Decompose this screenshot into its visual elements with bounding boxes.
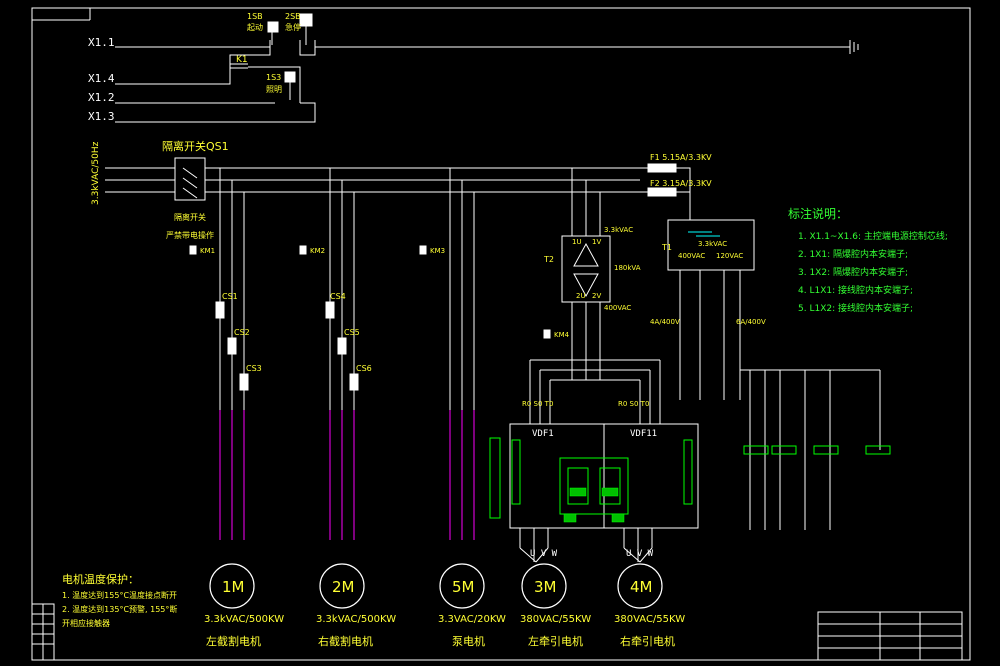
t1-power: 3.3kVAC [698, 240, 727, 248]
ct-cs6: CS6 [356, 364, 372, 373]
note-item-2: 2. 1X1: 隔爆腔内本安端子; [798, 248, 908, 260]
motor-2m-rating: 3.3kVAC/500KW [316, 614, 396, 625]
note-item-4: 4. L1X1: 接线腔内本安端子; [798, 284, 913, 296]
isolator-caption: 隔离开关 [174, 212, 206, 222]
vfd-right-label: VDF11 [630, 429, 657, 439]
relay-label-1s3: 1S3 [266, 73, 281, 82]
motor-4m-rating: 380VAC/55KW [614, 614, 685, 625]
uvw-right: U V W [626, 549, 654, 559]
feed-label: 3.3kVAC/50Hz [91, 141, 101, 205]
protection-item-2: 2. 温度达到135°C预警, 155°断 [62, 604, 177, 614]
ct-cs3: CS3 [246, 364, 262, 373]
note-item-5: 5. L1X2: 接线腔内本安端子; [798, 302, 913, 314]
isolator-note: 严禁带电操作 [166, 230, 214, 240]
motor-5m: 5M 3.3VAC/20KW 泵电机 [438, 563, 506, 648]
t1-v2: 120VAC [716, 252, 743, 260]
motor-3m-rating: 380VAC/55KW [520, 614, 591, 625]
uvw-left: U V W [530, 549, 558, 559]
vfd-left-label: VDF1 [532, 429, 554, 439]
line-label-x1-2: X1.2 [88, 91, 115, 104]
title-block [31, 603, 963, 661]
protection-item-3: 开相应接触器 [62, 618, 110, 628]
vfd-right-inputs: R0 S0 T0 [618, 400, 649, 408]
motor-2m: 2M 3.3kVAC/500KW 右截割电机 [316, 563, 396, 648]
vfd-left-inputs: R0 S0 T0 [522, 400, 553, 408]
motor-3m: 3M 380VAC/55KW 左牵引电机 [519, 547, 591, 648]
motor-5m-id: 5M [452, 578, 475, 596]
motor-2m-id: 2M [332, 578, 355, 596]
motor-5m-name: 泵电机 [452, 634, 485, 648]
ct-cs2: CS2 [234, 328, 250, 337]
fuse-f1: F1 5.15A/3.3KV [650, 153, 712, 162]
motor-3m-id: 3M [534, 578, 557, 596]
t2-2u: 2U [576, 292, 586, 300]
motor-4m-id: 4M [630, 578, 653, 596]
protection-item-1: 1. 温度达到155°C温度接点断开 [62, 590, 177, 600]
breaker-b2: 6A/400V [736, 318, 766, 326]
note-item-1: 1. X1.1~X1.6: 主控端电源控制芯线; [798, 230, 948, 242]
ct-cs4: CS4 [330, 292, 346, 301]
t2-power: 180kVA [614, 264, 641, 272]
line-label-x1-3: X1.3 [88, 110, 115, 123]
relay-word-1sb: 起动 [247, 22, 263, 32]
contactor-km1: KM1 [200, 247, 215, 255]
t1-label: T1 [661, 243, 672, 252]
t2-2v: 2V [592, 292, 601, 300]
motor-1m-rating: 3.3kVAC/500KW [204, 614, 284, 625]
drawing-frame [31, 7, 971, 661]
motor-2m-name: 右截割电机 [318, 634, 373, 648]
motor-4m: 4M 380VAC/55KW 右牵引电机 [614, 547, 685, 648]
control-transformer: F1 5.15A/3.3KV F2 3.15A/3.3KV T1 3.3kVAC… [647, 153, 891, 530]
ct-cs1: CS1 [222, 292, 238, 301]
hv-branches: KM1 KM2 KM3 CS1 CS2 CS3 CS4 CS5 CS6 [189, 168, 475, 540]
fuse-f2: F2 3.15A/3.3KV [650, 179, 712, 188]
breaker-b1: 4A/400V [650, 318, 680, 326]
notes-title: 标注说明： [788, 206, 848, 221]
motor-1m-id: 1M [222, 578, 245, 596]
t2-label: T2 [543, 255, 554, 264]
motor-3m-name: 左牵引电机 [528, 634, 583, 648]
motor-5m-rating: 3.3VAC/20KW [438, 614, 506, 625]
relay-label-2sb: 2SB [285, 12, 301, 21]
motor-1m: 1M 3.3kVAC/500KW 左截割电机 [204, 563, 284, 648]
t2-primary: 3.3kVAC [604, 226, 633, 234]
motors: 1M 3.3kVAC/500KW 左截割电机 2M 3.3kVAC/500KW … [204, 547, 685, 648]
relay-word-2sb: 急停 [285, 22, 301, 32]
control-circuit: X1.1 X1.4 X1.2 X1.3 1SB 2SB 起动 急停 K1 1S3… [88, 12, 859, 123]
legend-notes: 标注说明： 1. X1.1~X1.6: 主控端电源控制芯线; 2. 1X1: 隔… [788, 206, 948, 314]
relay-label-1sb: 1SB [247, 12, 263, 21]
vfd-section: 3.3kVAC 180kVA 400VAC T2 1U 1V 2U 2V KM4… [489, 168, 699, 559]
t2-1v: 1V [592, 238, 601, 246]
note-item-3: 3. 1X2: 隔爆腔内本安端子; [798, 266, 908, 278]
motor-1m-name: 左截割电机 [206, 634, 261, 648]
protection-title: 电机温度保护： [62, 572, 139, 586]
t2-1u: 1U [572, 238, 582, 246]
relay-word-1s3: 照明 [266, 85, 282, 94]
isolator-title: 隔离开关QS1 [162, 139, 229, 153]
motor-4m-name: 右牵引电机 [620, 634, 675, 648]
line-label-x1-4: X1.4 [88, 72, 115, 85]
line-label-x1-1: X1.1 [88, 36, 115, 49]
relay-label-k1: K1 [236, 55, 248, 65]
t1-v1: 400VAC [678, 252, 705, 260]
contactor-km4: KM4 [554, 331, 570, 339]
t2-secondary: 400VAC [604, 304, 631, 312]
main-bus: 3.3kVAC/50Hz 隔离开关QS1 隔离开关 严禁带电操作 [91, 139, 691, 240]
ct-cs5: CS5 [344, 328, 360, 337]
contactor-km3: KM3 [430, 247, 445, 255]
contactor-km2: KM2 [310, 247, 325, 255]
temperature-protection: 电机温度保护： 1. 温度达到155°C温度接点断开 2. 温度达到135°C预… [62, 572, 177, 628]
